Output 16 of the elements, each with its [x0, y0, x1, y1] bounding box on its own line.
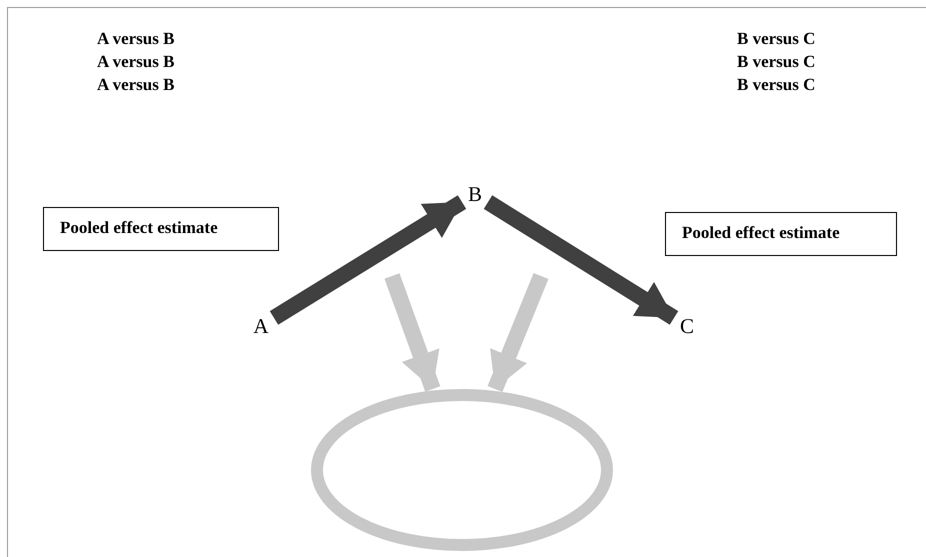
- ellipse: [311, 389, 613, 551]
- node-label: B: [462, 180, 488, 208]
- arrow: [488, 273, 548, 392]
- arrow: [270, 195, 466, 325]
- label-text: A versus B: [97, 29, 174, 49]
- arrow: [484, 195, 678, 325]
- arrow: [384, 273, 440, 392]
- node-label: A: [248, 312, 274, 340]
- label-text: A versus B: [97, 52, 174, 72]
- text-box: Pooled effect estimate: [43, 207, 279, 251]
- label-text: A versus B: [97, 75, 174, 95]
- label-text: B versus C: [737, 29, 816, 49]
- node-label: C: [674, 312, 700, 340]
- label-text: B versus C: [737, 52, 816, 72]
- text-box: Pooled effect estimate: [665, 212, 897, 256]
- label-text: B versus C: [737, 75, 816, 95]
